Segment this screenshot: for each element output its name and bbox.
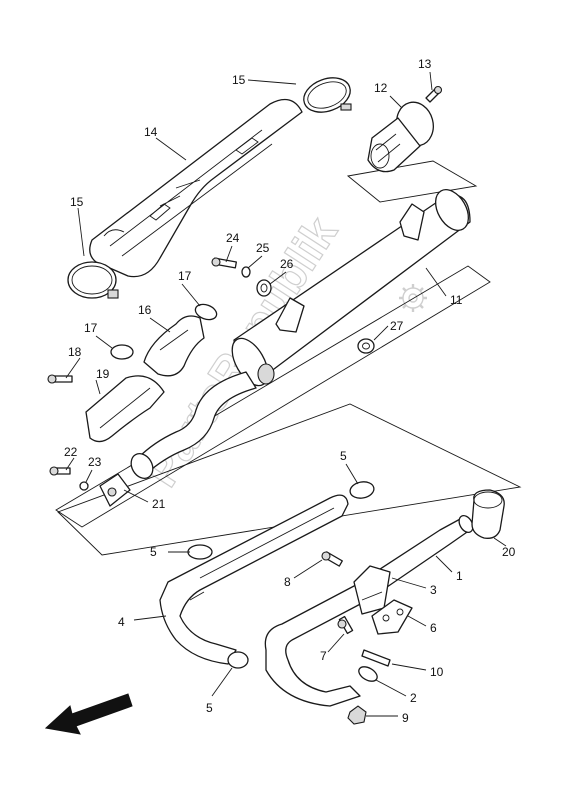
assembly-boxes	[55, 160, 522, 556]
leader-lines	[65, 71, 507, 717]
callout-23: 23	[88, 455, 102, 469]
grommet-part-27	[357, 338, 375, 354]
callout-16: 16	[138, 303, 152, 317]
callout-22: 22	[64, 445, 78, 459]
clamp-part-5-left	[187, 544, 213, 560]
callout-4: 4	[118, 615, 125, 629]
upper-assembly-box	[346, 160, 478, 203]
callout-26: 26	[280, 257, 294, 271]
gasket-part-20	[471, 489, 505, 539]
callout-11: 11	[450, 293, 463, 307]
callout-3: 3	[430, 583, 437, 597]
collar-part-26	[256, 279, 272, 297]
bracket-part-3	[353, 565, 391, 615]
callout-2: 2	[410, 691, 417, 705]
bolt-part-8	[321, 551, 343, 567]
heat-protector-clamp-part-15-upper	[303, 77, 352, 113]
callout-17-lower: 17	[84, 321, 98, 335]
callout-18: 18	[68, 345, 82, 359]
clamp-part-5-top	[349, 481, 375, 499]
heat-protector-clamp-part-15-lower	[67, 261, 119, 299]
washer-part-25	[241, 266, 251, 278]
callout-8: 8	[284, 575, 291, 589]
callout-12: 12	[374, 81, 388, 95]
callout-5-left: 5	[150, 545, 157, 559]
callout-25: 25	[256, 241, 270, 255]
callout-15-lower: 15	[70, 195, 84, 209]
protector-part-19	[85, 375, 165, 443]
callout-13: 13	[418, 57, 432, 71]
callout-17-upper: 17	[178, 269, 192, 283]
nut-part-9	[347, 705, 367, 725]
callout-10: 10	[430, 665, 444, 679]
callout-9: 9	[402, 711, 409, 725]
callout-7: 7	[320, 649, 327, 663]
callout-21: 21	[152, 497, 166, 511]
callout-14: 14	[144, 125, 158, 139]
callout-27: 27	[390, 319, 404, 333]
clamp-part-17-lower	[110, 344, 134, 360]
muffler-assembly-box	[55, 265, 491, 528]
callout-20: 20	[502, 545, 516, 559]
heat-protector-part-16	[143, 315, 205, 377]
callout-5-bottom: 5	[206, 701, 213, 715]
callout-24: 24	[226, 231, 240, 245]
callout-5-top: 5	[340, 449, 347, 463]
callout-19: 19	[96, 367, 110, 381]
muffler-inlet-pipe	[130, 371, 257, 479]
pipe-assembly-box	[57, 403, 522, 556]
bolt-part-13	[425, 85, 443, 103]
plate-part-6	[371, 599, 413, 635]
front-direction-arrow-icon	[44, 693, 133, 735]
bolt-part-18	[47, 374, 73, 384]
callout-6: 6	[430, 621, 437, 635]
callouts: 15 14 15 12 13 24 25 26 17 16 17 18 19 1…	[64, 57, 516, 725]
clamp-part-5-bottom	[227, 651, 249, 669]
callout-1: 1	[456, 569, 463, 583]
pipe-protector-part-4	[159, 494, 349, 665]
exhaust-pipe-part-1	[264, 514, 474, 707]
nut-part-23	[79, 481, 89, 491]
callout-15-upper: 15	[232, 73, 246, 87]
bolt-part-7	[337, 615, 354, 635]
end-cap-part-12	[367, 101, 434, 173]
clamp-part-2	[358, 666, 378, 682]
band-part-10	[361, 649, 391, 667]
gear-icon	[399, 284, 427, 312]
heat-protector-part-14	[89, 98, 303, 278]
bolt-part-22	[49, 466, 71, 476]
bolt-part-24	[211, 257, 238, 269]
clamp-part-17-upper	[194, 303, 218, 321]
gasket-part-21	[99, 473, 131, 507]
